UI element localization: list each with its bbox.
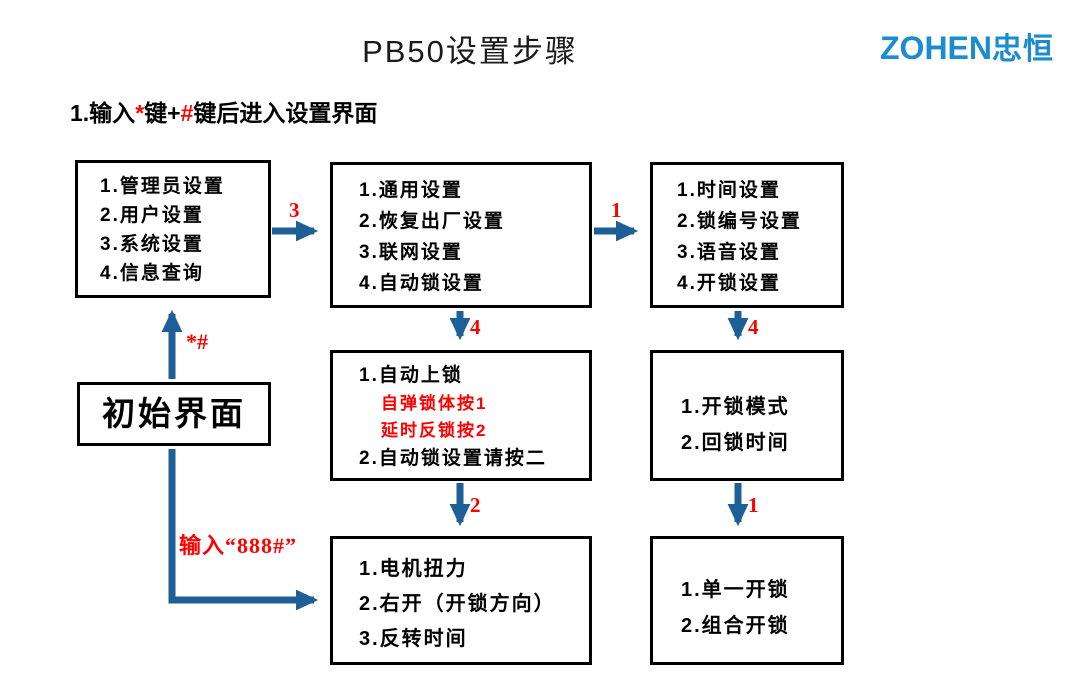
arrow-initial-to-motor xyxy=(168,449,319,611)
menu-item: 4.自动锁设置 xyxy=(359,273,484,294)
edge-label-unlockmode-to-single: 1 xyxy=(748,493,759,517)
box-general-settings: 1.时间设置 2.锁编号设置 3.语音设置 4.开锁设置 xyxy=(650,162,844,308)
menu-item: 4.开锁设置 xyxy=(677,273,781,294)
box-motor-settings: 1.电机扭力 2.右开（开锁方向） 3.反转时间 xyxy=(330,536,592,665)
edge-label-star-hash: *# xyxy=(186,329,208,354)
edge-label-general-to-unlockmode: 4 xyxy=(748,315,759,339)
brand-logo-cjk: 忠恒 xyxy=(992,33,1054,66)
menu-item: 1.单一开锁 xyxy=(681,579,790,601)
menu-item: 2.用户设置 xyxy=(100,205,204,226)
box-unlock-mode: 1.开锁模式 2.回锁时间 xyxy=(650,350,844,481)
page-title: PB50设置步骤 xyxy=(362,34,578,69)
menu-item: 3.反转时间 xyxy=(359,628,468,650)
menu-item: 1.通用设置 xyxy=(359,180,463,201)
menu-item: 2.自动锁设置请按二 xyxy=(359,448,547,469)
hash-key: # xyxy=(180,100,194,126)
menu-item: 2.组合开锁 xyxy=(681,615,790,637)
box-system-settings: 1.通用设置 2.恢复出厂设置 3.联网设置 4.自动锁设置 xyxy=(330,162,592,308)
menu-item: 3.联网设置 xyxy=(359,242,463,263)
box-single-combo-unlock: 1.单一开锁 2.组合开锁 xyxy=(650,536,844,665)
menu-item: 1.自动上锁 xyxy=(359,365,463,386)
menu-item: 1.时间设置 xyxy=(677,180,781,201)
edge-label-system-to-autolock: 4 xyxy=(470,315,481,339)
menu-item: 2.右开（开锁方向） xyxy=(359,593,556,615)
step-instruction: 1.输入*键+#键后进入设置界面 xyxy=(70,94,377,128)
brand-logo-latin: ZOHEN xyxy=(880,30,992,66)
box-initial-screen: 初始界面 xyxy=(77,382,271,446)
auto-lock-note: 自弹锁体按1 xyxy=(381,394,488,413)
instruction-prefix: 1.输入 xyxy=(70,100,136,126)
menu-item: 2.恢复出厂设置 xyxy=(359,211,505,232)
menu-item: 1.管理员设置 xyxy=(100,176,225,197)
edge-label-system-to-general: 1 xyxy=(611,198,622,222)
menu-item: 2.锁编号设置 xyxy=(677,211,802,232)
instruction-mid: 键+ xyxy=(144,100,181,126)
instruction-suffix: 键后进入设置界面 xyxy=(193,100,378,126)
star-key: * xyxy=(135,100,145,126)
menu-item: 3.系统设置 xyxy=(100,234,204,255)
edge-label-input-888: 输入“888#” xyxy=(179,533,298,558)
auto-lock-note: 延时反锁按2 xyxy=(381,421,488,440)
menu-item: 3.语音设置 xyxy=(677,242,781,263)
edge-label-main-to-system: 3 xyxy=(289,198,300,222)
menu-item: 2.回锁时间 xyxy=(681,432,790,454)
brand-logo: ZOHEN忠恒 xyxy=(880,24,1054,68)
menu-item: 4.信息查询 xyxy=(100,263,204,284)
box-main-menu: 1.管理员设置 2.用户设置 3.系统设置 4.信息查询 xyxy=(75,160,271,298)
box-auto-lock: 1.自动上锁 自弹锁体按1 延时反锁按2 2.自动锁设置请按二 xyxy=(330,350,592,481)
menu-item: 1.开锁模式 xyxy=(681,396,790,418)
edge-label-autolock-to-motor: 2 xyxy=(470,493,481,517)
menu-item: 1.电机扭力 xyxy=(359,558,468,580)
